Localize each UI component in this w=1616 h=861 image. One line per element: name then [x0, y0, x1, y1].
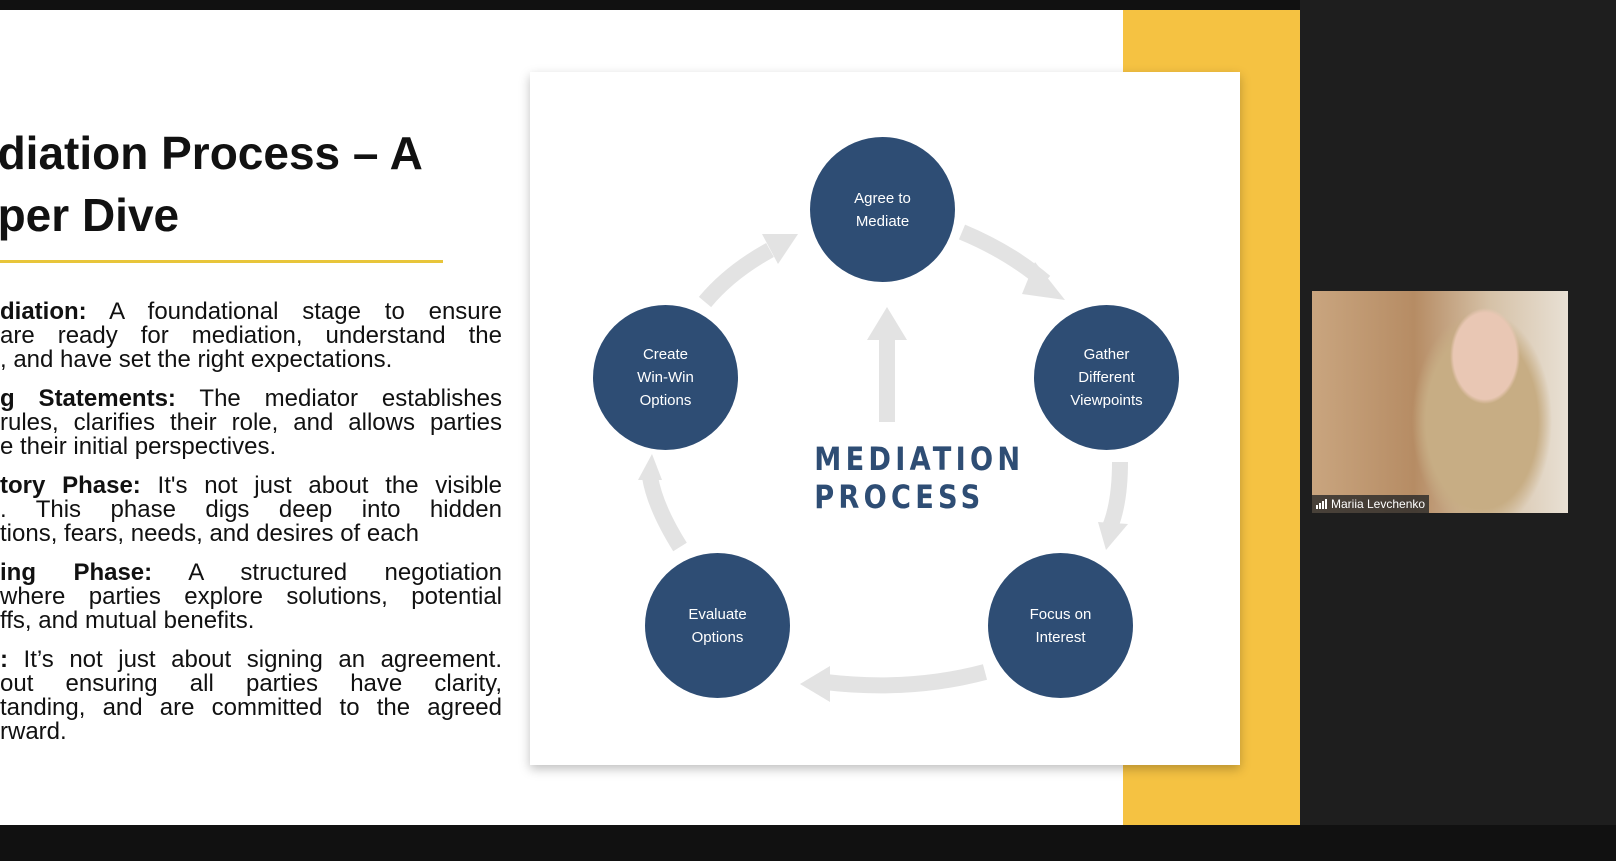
paragraph-line: ffs, and mutual benefits.	[0, 609, 502, 633]
step-evaluate-options: Evaluate Options	[645, 553, 790, 698]
participant-name: Mariia Levchenko	[1331, 497, 1426, 511]
phase-text: ffs, and mutual benefits.	[0, 607, 255, 634]
paragraph-line: are ready for mediation, understand the	[0, 324, 502, 348]
arrow-icon	[1102, 461, 1128, 530]
paragraph-line: out ensuring all parties have clarity,	[0, 672, 502, 696]
step-agree-to-mediate: Agree to Mediate	[810, 137, 955, 282]
paragraph-line: tanding, and are committed to the agreed	[0, 696, 502, 720]
phase-label: g Statements:	[0, 385, 176, 412]
phase-text: . This phase digs deep into hidden	[0, 496, 502, 523]
arrow-icon	[642, 475, 687, 552]
paragraph-line: tions, fears, needs, and desires of each	[0, 522, 502, 546]
slide-title: ediation Process – A eper Dive	[0, 122, 423, 246]
phase-text: A structured negotiation	[152, 559, 502, 586]
phase-text: It’s not just about signing an agreement…	[8, 646, 502, 673]
step-create-options: Create Win-Win Options	[593, 305, 738, 450]
paragraph-line: ing Phase: A structured negotiation	[0, 561, 502, 585]
phase-text: rward.	[0, 718, 67, 744]
phase-text: out ensuring all parties have clarity,	[0, 670, 502, 697]
paragraph-line: rward.	[0, 720, 502, 744]
top-bar	[0, 0, 1300, 10]
phase-text: It's not just about the visible	[140, 472, 502, 499]
title-underline	[0, 260, 443, 263]
shared-slide: ediation Process – A eper Dive diation: …	[0, 10, 1300, 825]
center-line: MEDIATION	[814, 440, 1025, 478]
paragraph-line: , and have set the right expectations.	[0, 348, 502, 372]
participant-video[interactable]: Mariia Levchenko	[1312, 291, 1568, 513]
title-line: eper Dive	[0, 189, 180, 241]
cycle-arrows	[638, 224, 1128, 702]
diagram-card: Agree to Mediate Gather Different Viewpo…	[530, 72, 1240, 765]
phase-text: tanding, and are committed to the agreed	[0, 694, 502, 721]
phase-text: are ready for mediation, understand the	[0, 322, 502, 349]
participant-image	[1407, 291, 1557, 513]
phase-text: A foundational stage to ensure	[86, 300, 502, 325]
phase-label: tory Phase:	[0, 472, 141, 499]
arrow-icon	[698, 242, 774, 308]
paragraph-line: e their initial perspectives.	[0, 435, 502, 459]
phase-text: where parties explore solutions, potenti…	[0, 583, 502, 610]
phase-text: The mediator establishes	[175, 385, 502, 412]
diagram-center-title: MEDIATION PROCESS	[814, 440, 1025, 516]
paragraph-line: g Statements: The mediator establishes	[0, 387, 502, 411]
phase-text: e their initial perspectives.	[0, 433, 277, 460]
paragraph-line: rules, clarifies their role, and allows …	[0, 411, 502, 435]
phase-label: diation:	[0, 300, 87, 325]
bottom-bar	[0, 825, 1616, 861]
step-focus-on-interest: Focus on Interest	[988, 553, 1133, 698]
center-line: PROCESS	[814, 478, 985, 516]
paragraph-line: tory Phase: It's not just about the visi…	[0, 474, 502, 498]
participants-panel: Mariia Levchenko	[1300, 0, 1616, 825]
paragraph-line: : It’s not just about signing an agreeme…	[0, 648, 502, 672]
arrow-icon	[824, 664, 988, 694]
paragraph-line: diation: A foundational stage to ensure	[0, 300, 502, 324]
signal-bars-icon	[1316, 499, 1327, 509]
title-line: ediation Process – A	[0, 127, 423, 179]
phase-text: rules, clarifies their role, and allows …	[0, 409, 502, 436]
participant-nametag: Mariia Levchenko	[1312, 495, 1430, 513]
phase-label: ing Phase:	[0, 559, 153, 586]
paragraph-line: . This phase digs deep into hidden	[0, 498, 502, 522]
phase-text: , and have set the right expectations.	[0, 346, 393, 373]
phase-text: tions, fears, needs, and desires of each	[0, 520, 419, 547]
step-gather-viewpoints: Gather Different Viewpoints	[1034, 305, 1179, 450]
paragraph-line: where parties explore solutions, potenti…	[0, 585, 502, 609]
phase-label: :	[0, 646, 8, 673]
